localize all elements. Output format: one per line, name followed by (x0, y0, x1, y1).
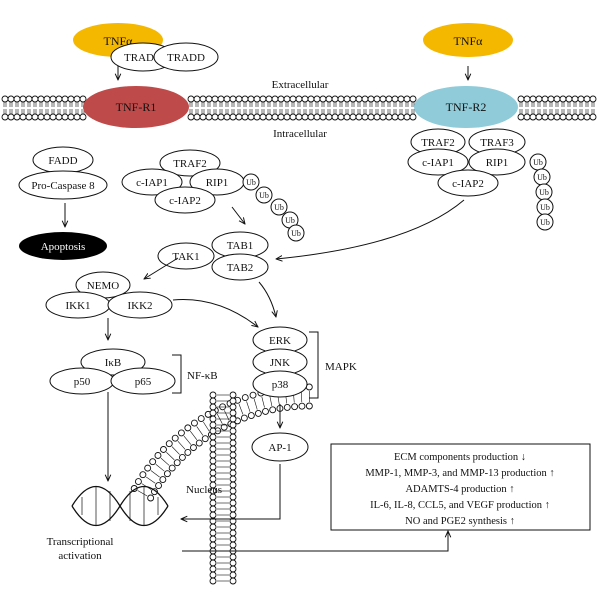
ciap1-r1-node (121, 168, 183, 196)
tradd-right-label: TRADD (167, 52, 205, 64)
traf2-r1-label: TRAF2 (173, 158, 207, 170)
p65-label: p65 (135, 376, 152, 388)
outcome-adamts: ADAMTS-4 production ↑ (405, 484, 514, 495)
ciap1-r2-node (407, 148, 469, 176)
procaspase-8-node (18, 170, 108, 200)
r2-ub-label-1: Ub (533, 158, 543, 167)
r1-ub-label-1: Ub (246, 178, 256, 187)
ikk2-node (107, 291, 173, 319)
r1-ub-label-2: Ub (259, 191, 269, 200)
tnf-r2-label: TNF-R2 (446, 100, 487, 114)
apoptosis-label: Apoptosis (41, 241, 86, 253)
jnk-label: JNK (270, 357, 290, 369)
r1-ubiquitin-1 (242, 173, 260, 191)
outcome-no-pge2: NO and PGE2 synthesis ↑ (405, 516, 515, 527)
outcome-mmp: MMP-1, MMP-3, and MMP-13 production ↑ (365, 468, 554, 479)
p38-node (252, 370, 308, 398)
arrow-ap1-to-nucleus (181, 464, 281, 519)
rip1-r1-label: RIP1 (206, 177, 229, 189)
transcription-label-line2: activation (58, 550, 102, 562)
tradd-left-label: TRADD (124, 52, 162, 64)
r1-ubiquitin-3 (270, 198, 288, 216)
r1-ub-label-3: Ub (274, 203, 284, 212)
tnf-alpha-label-right: TNFα (454, 34, 484, 48)
transcription-label-line1: Transcriptional (47, 536, 114, 548)
tnf-alpha-ligand-right (423, 23, 513, 57)
traf2-r2-label: TRAF2 (421, 137, 455, 149)
erk-label: ERK (269, 335, 291, 347)
tak1-label: TAK1 (172, 251, 199, 263)
ikb-node (80, 348, 146, 376)
outcome-cytokines: IL-6, IL-8, CCL5, and VEGF production ↑ (370, 500, 550, 511)
dna-helix-icon (71, 486, 169, 526)
ciap2-r2-label: c-IAP2 (452, 178, 484, 190)
procaspase-8-label: Pro-Caspase 8 (31, 180, 95, 192)
r2-ub-label-4: Ub (540, 203, 550, 212)
p50-label: p50 (74, 376, 91, 388)
p38-label: p38 (272, 379, 289, 391)
r2-ub-label-5: Ub (540, 218, 550, 227)
ciap2-r1-label: c-IAP2 (169, 195, 201, 207)
tnf-alpha-label-left: TNFα (104, 34, 134, 48)
tnf-r1-receptor (83, 86, 189, 128)
ciap1-r1-label: c-IAP1 (136, 177, 168, 189)
ap1-label: AP-1 (268, 442, 291, 454)
ikb-label: IκB (105, 357, 122, 369)
arrow-tab2-to-erk (258, 281, 276, 317)
r2-ub-label-3: Ub (539, 188, 549, 197)
nucleus-label: Nucleus (186, 484, 222, 496)
intracellular-label: Intracellular (273, 128, 327, 140)
extracellular-label: Extracellular (272, 79, 329, 91)
mapk-bracket (309, 331, 319, 399)
rip1-r2-label: RIP1 (486, 157, 509, 169)
nfkb-label: NF-κB (187, 370, 218, 382)
ciap1-r2-label: c-IAP1 (422, 157, 454, 169)
ikk1-label: IKK1 (65, 300, 90, 312)
traf3-r2-label: TRAF3 (480, 137, 514, 149)
r1-ub-label-4: Ub (285, 216, 295, 225)
tak1-node (157, 242, 215, 270)
fadd-label: FADD (48, 155, 77, 167)
ciap2-r1-node (154, 186, 216, 214)
nemo-label: NEMO (87, 280, 119, 292)
arrow-r1-to-tak1 (231, 206, 245, 224)
outcomes-box (330, 443, 591, 531)
nuclear-membrane (130, 383, 313, 585)
rip1-r2-node (468, 148, 526, 176)
arrow-tak1-to-nemo (144, 257, 179, 279)
r1-ub-label-5: Ub (291, 229, 301, 238)
tab1-label: TAB1 (227, 240, 254, 252)
arrow-r2-to-tab2 (276, 199, 465, 259)
outcome-ecm: ECM components production ↓ (394, 452, 526, 463)
r1-ubiquitin-5 (287, 224, 305, 242)
ap1-node (251, 432, 309, 462)
nfkb-bracket (172, 354, 182, 394)
tradd-right-node (153, 42, 219, 72)
p65-node (110, 367, 176, 395)
tab2-node (211, 253, 269, 281)
r1-ubiquitin-2 (255, 186, 273, 204)
plasma-membrane (1, 95, 597, 121)
arrow-ikk2-to-erk (172, 299, 258, 327)
tnf-r1-label: TNF-R1 (116, 100, 157, 114)
tnf-r2-receptor (414, 86, 518, 128)
arrow-activation-to-outcomes (182, 531, 448, 552)
tab2-label: TAB2 (227, 262, 254, 274)
r2-ubiquitin-5 (536, 213, 554, 231)
mapk-label: MAPK (325, 361, 357, 373)
ciap2-r2-node (437, 169, 499, 197)
apoptosis-node (19, 232, 107, 260)
r2-ub-label-2: Ub (537, 173, 547, 182)
arrows (65, 66, 468, 552)
traf2-r1-node (159, 149, 221, 177)
ikk2-label: IKK2 (127, 300, 152, 312)
